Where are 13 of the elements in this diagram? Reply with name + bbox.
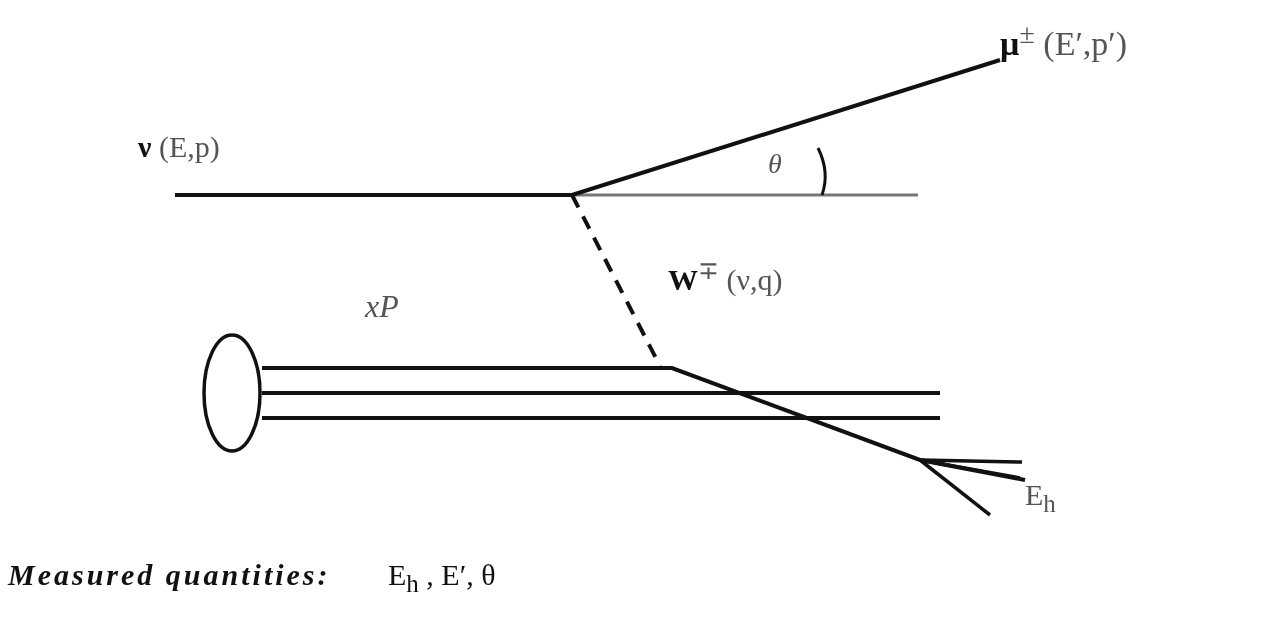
quark-line <box>262 416 940 420</box>
quark-line <box>262 391 940 395</box>
angle-label: θ <box>768 150 782 178</box>
measured-quantities-list: E$_{h}$ , E′, θ <box>388 560 496 596</box>
muon-label: μ$^{±}$ (E′,p′) <box>1000 20 1128 62</box>
measured-quantities-label: Measured quantities: <box>8 560 331 590</box>
neutrino-label: ν (E,p) <box>138 132 220 162</box>
lepton-line <box>175 58 1001 197</box>
quark-line <box>262 366 1026 482</box>
momentum-fraction-label: xP <box>365 290 399 322</box>
proton-ellipse <box>202 333 262 453</box>
hadron-energy-label: E$_{h}$ <box>1025 480 1056 516</box>
boson-label: W$^{∓}$ (ν,q) <box>668 258 783 295</box>
